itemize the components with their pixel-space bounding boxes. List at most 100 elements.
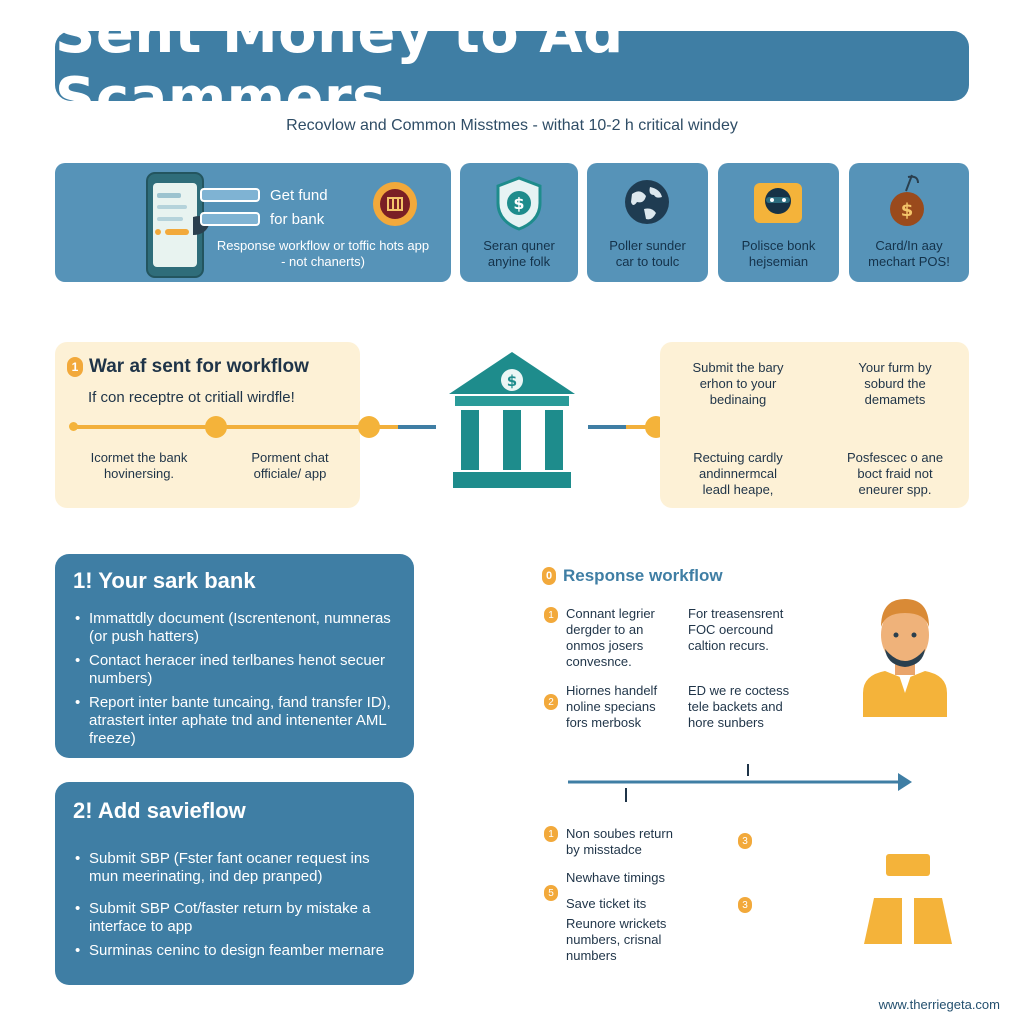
svg-text:$: $ bbox=[901, 200, 914, 221]
timeline-right-start bbox=[588, 425, 628, 429]
bank-badge-icon bbox=[373, 182, 417, 226]
tile-caption-line: - not chanerts) bbox=[281, 254, 365, 269]
band-item-line: andinnermcal bbox=[698, 466, 778, 481]
response-line: dergder to an bbox=[566, 622, 644, 637]
tile-globe: Poller sunder car to toulc bbox=[587, 163, 708, 282]
timeline-arrow bbox=[568, 764, 912, 802]
band-item-line: Posfescec o ane bbox=[846, 450, 944, 465]
tile-caption-line: car to toulc bbox=[615, 254, 680, 269]
step-badge: 1 bbox=[544, 607, 558, 623]
shield-icon: $ bbox=[496, 176, 542, 231]
response-line: numbers bbox=[566, 948, 617, 963]
band-item-line: leadl heape, bbox=[702, 482, 774, 497]
step-badge: 2 bbox=[544, 694, 558, 710]
money-bag-icon: $ bbox=[890, 174, 924, 226]
band-item-top-1: Submit the bary erhon to your bedinaing bbox=[668, 360, 808, 408]
tile-caption-line: hejsemian bbox=[748, 254, 809, 269]
masked-thief-icon bbox=[754, 183, 802, 223]
timeline-left bbox=[72, 425, 402, 429]
band-item-line: hovinersing. bbox=[103, 466, 175, 481]
band-item-line: erhon to your bbox=[699, 376, 777, 391]
band-item-line: Porment chat bbox=[251, 450, 329, 465]
band-item-line: Icormet the bank bbox=[90, 450, 188, 465]
step-number-badge: 0 bbox=[542, 567, 556, 585]
band-item-1: Icormet the bank hovinersing. bbox=[69, 450, 209, 482]
tile-caption: Polisce bonk hejsemian bbox=[718, 238, 839, 270]
step-badge: 3 bbox=[738, 833, 752, 849]
response-line: caltion recurs. bbox=[688, 638, 769, 653]
response-line: Reunore wrickets bbox=[566, 916, 667, 931]
timeline-left-end bbox=[398, 425, 436, 429]
band-item-line: demamets bbox=[864, 392, 926, 407]
band-item-bottom-2: Posfescec o ane boct fraid not eneurer s… bbox=[825, 450, 965, 498]
band-item-2: Porment chat officiale/ app bbox=[225, 450, 355, 482]
response-line: Connant legrier bbox=[566, 606, 655, 621]
response-step-6: Reunore wrickets numbers, crisnal number… bbox=[566, 916, 666, 964]
workflow-band-right: Submit the bary erhon to your bedinaing … bbox=[660, 342, 969, 508]
tile-caption: Seran quner anyine folk bbox=[460, 238, 578, 270]
tile-caption-line: mechart POS! bbox=[868, 254, 950, 269]
step-badge: 5 bbox=[544, 885, 558, 901]
list-item: Immattdly document (Iscrentenont, numner… bbox=[75, 610, 394, 646]
response-line: convesnce. bbox=[566, 654, 632, 669]
response-line: tele backets and bbox=[688, 699, 783, 714]
list-item: Submit SBP (Fster fant ocaner request in… bbox=[75, 850, 394, 886]
field-icon bbox=[200, 188, 260, 202]
response-line: numbers, crisnal bbox=[566, 932, 662, 947]
band-item-line: officiale/ app bbox=[253, 466, 327, 481]
list-item: Contact heracer ined terlbanes henot sec… bbox=[75, 652, 394, 688]
band-item-line: Submit the bary bbox=[692, 360, 784, 375]
list-item: Surminas ceninc to design feamber mernar… bbox=[75, 942, 394, 960]
page-subtitle: Recovlow and Common Misstmes - withat 10… bbox=[286, 117, 738, 134]
tile-caption-line: Card/In aay bbox=[875, 238, 943, 253]
tile-row-label: for bank bbox=[270, 210, 325, 228]
timeline-dot bbox=[205, 416, 227, 438]
timeline-dot bbox=[358, 416, 380, 438]
list-item: Submit SBP Cot/faster return by mistake … bbox=[75, 900, 394, 936]
band-item-line: eneurer spp. bbox=[858, 482, 932, 497]
tile-caption-line: Polisce bonk bbox=[741, 238, 816, 253]
band-subtitle: If con receptre ot critiall wirdfle! bbox=[88, 389, 295, 406]
response-workflow-title: Response workflow bbox=[563, 566, 723, 585]
response-line: For treasensrent bbox=[688, 606, 784, 621]
response-line: Hiornes handelf bbox=[566, 683, 658, 698]
step-badge: 1 bbox=[544, 826, 558, 842]
band-item-line: Your furm by bbox=[858, 360, 932, 375]
response-line: fors merbosk bbox=[566, 715, 642, 730]
tile-rows: Get fund for bank bbox=[200, 183, 328, 231]
footer-url: www.therriegeta.com bbox=[878, 997, 1000, 1012]
response-step-4: Newhave timings bbox=[566, 870, 665, 886]
svg-text:$: $ bbox=[513, 194, 524, 213]
band-heading: 1 War af sent for workflow bbox=[67, 356, 309, 378]
band-item-line: soburd the bbox=[864, 376, 926, 391]
response-line: Non soubes return bbox=[566, 826, 673, 841]
list-item: Report inter bante tuncaing, fand transf… bbox=[75, 694, 394, 748]
response-line: ED we re coctess bbox=[688, 683, 790, 698]
bank-building-icon: $ bbox=[449, 352, 575, 488]
page-title: Sent Money to Ad Scammers bbox=[55, 1, 624, 131]
tile-caption: Poller sunder car to toulc bbox=[587, 238, 708, 270]
card-your-bank: 1! Your sark bank Immattdly document (Is… bbox=[55, 554, 414, 758]
response-line: Newhave timings bbox=[566, 870, 665, 885]
tile-shield: $ Seran quner anyine folk bbox=[460, 163, 578, 282]
timeline-dot-small bbox=[69, 422, 78, 431]
response-line: Save ticket its bbox=[566, 896, 647, 911]
band-item-line: boct fraid not bbox=[857, 466, 933, 481]
band-item-line: Rectuing cardly bbox=[693, 450, 783, 465]
response-line: onmos josers bbox=[566, 638, 644, 653]
tile-bank-app: Get fund for bank Response workflow or t… bbox=[55, 163, 451, 282]
card-list: Submit SBP (Fster fant ocaner request in… bbox=[75, 850, 394, 966]
title-banner: Sent Money to Ad Scammers bbox=[55, 1, 969, 131]
document-stack-icon bbox=[864, 854, 952, 944]
band-item-top-2: Your furm by soburd the demamets bbox=[825, 360, 965, 408]
field-icon bbox=[200, 212, 260, 226]
band-item-line: bedinaing bbox=[709, 392, 767, 407]
tile-caption-line: anyine folk bbox=[487, 254, 551, 269]
response-step-1: Connant legrier dergder to an onmos jose… bbox=[566, 606, 655, 670]
response-step-1-detail: For treasensrent FOC oercound caltion re… bbox=[688, 606, 783, 654]
band-title-text: War af sent for workflow bbox=[89, 356, 309, 377]
tile-row-2: for bank bbox=[200, 207, 328, 231]
step-number-badge: 1 bbox=[67, 357, 83, 377]
response-line: hore sunbers bbox=[688, 715, 764, 730]
step-badge: 3 bbox=[738, 897, 752, 913]
